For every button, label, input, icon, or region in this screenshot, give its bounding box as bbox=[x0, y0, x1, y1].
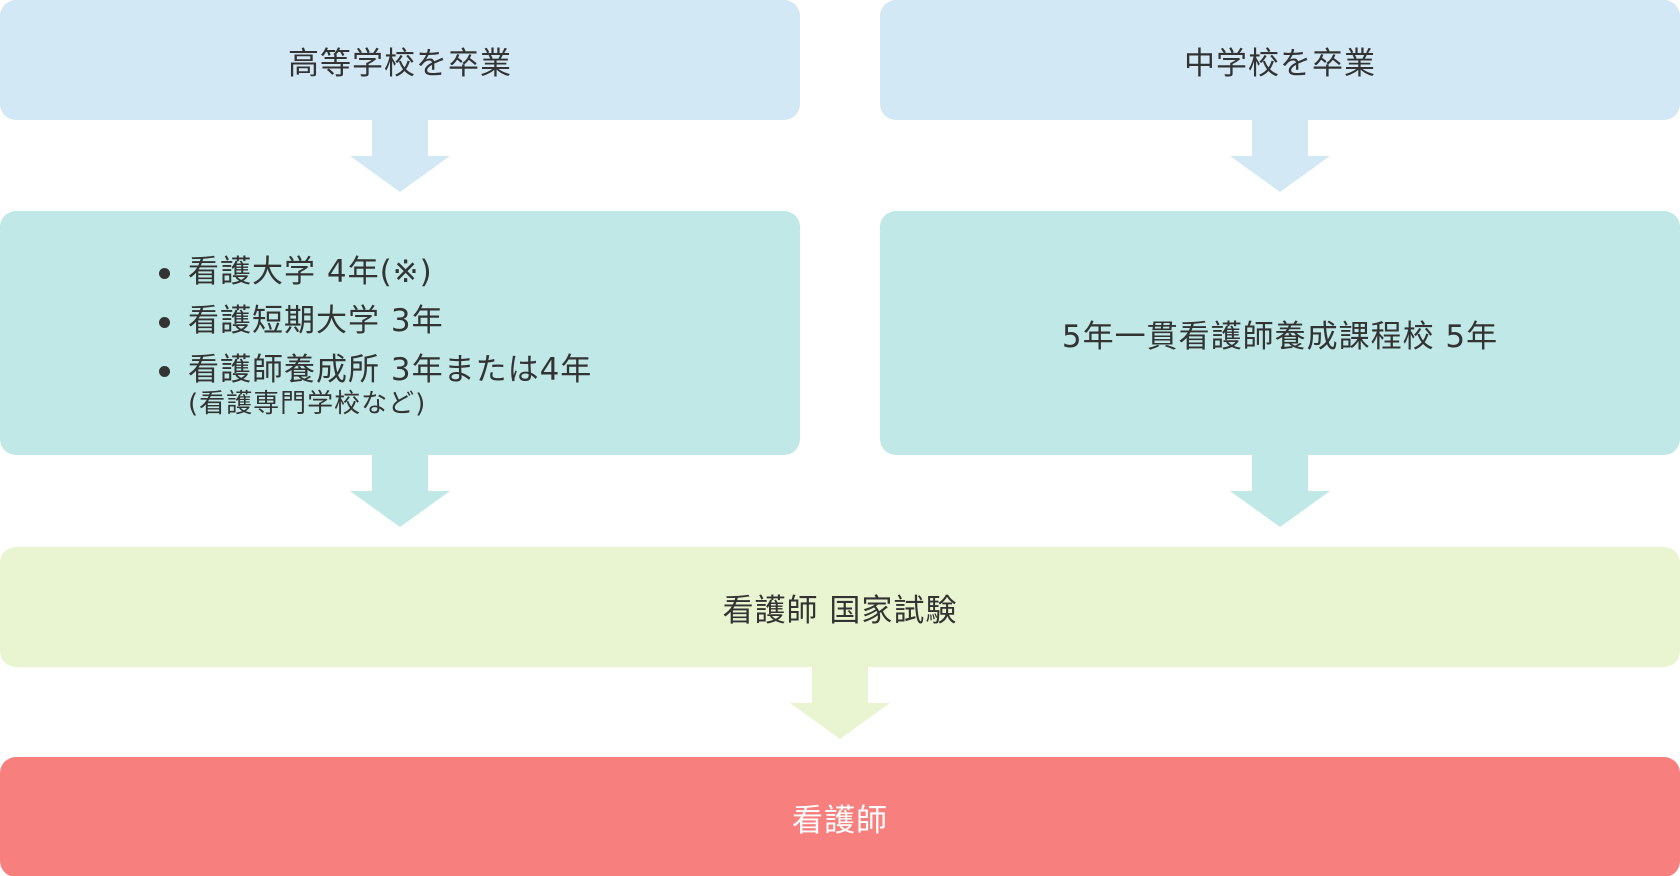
five-year-program-label: 5年一貫看護師養成課程校 5年 bbox=[1061, 318, 1499, 355]
school-options-list: 看護大学 4年(※) 看護短期大学 3年 看護師養成所 3年または4年 (看護専… bbox=[0, 248, 592, 419]
five-year-program-box: 5年一貫看護師養成課程校 5年 bbox=[880, 211, 1680, 455]
school-option-junior-college: 看護短期大学 3年 bbox=[159, 297, 592, 346]
bullet-icon bbox=[159, 267, 170, 279]
school-option-note: (看護専門学校など) bbox=[188, 388, 427, 419]
bullet-icon bbox=[159, 365, 170, 377]
school-option-training-school: 看護師養成所 3年または4年 (看護専門学校など) bbox=[159, 346, 593, 419]
school-option-label: 看護短期大学 3年 bbox=[188, 302, 444, 339]
down-arrow-right-1 bbox=[1230, 120, 1330, 192]
down-arrow-left-2 bbox=[350, 455, 450, 527]
nurse-label: 看護師 bbox=[792, 802, 888, 839]
down-arrow-center bbox=[790, 667, 890, 739]
national-exam-box: 看護師 国家試験 bbox=[0, 547, 1680, 667]
high-school-graduation-box: 高等学校を卒業 bbox=[0, 0, 800, 120]
junior-high-graduation-box: 中学校を卒業 bbox=[880, 0, 1680, 120]
bullet-icon bbox=[159, 316, 170, 328]
nurse-box: 看護師 bbox=[0, 757, 1680, 876]
school-option-university: 看護大学 4年(※) bbox=[159, 248, 592, 297]
down-arrow-left-1 bbox=[350, 120, 450, 192]
down-arrow-right-2 bbox=[1230, 455, 1330, 527]
junior-high-graduation-label: 中学校を卒業 bbox=[1184, 45, 1376, 82]
national-exam-label: 看護師 国家試験 bbox=[722, 592, 958, 629]
school-option-label: 看護師養成所 3年または4年 bbox=[188, 351, 593, 388]
high-school-graduation-label: 高等学校を卒業 bbox=[288, 45, 512, 82]
school-options-box: 看護大学 4年(※) 看護短期大学 3年 看護師養成所 3年または4年 (看護専… bbox=[0, 211, 800, 455]
school-option-label: 看護大学 4年(※) bbox=[188, 253, 433, 290]
